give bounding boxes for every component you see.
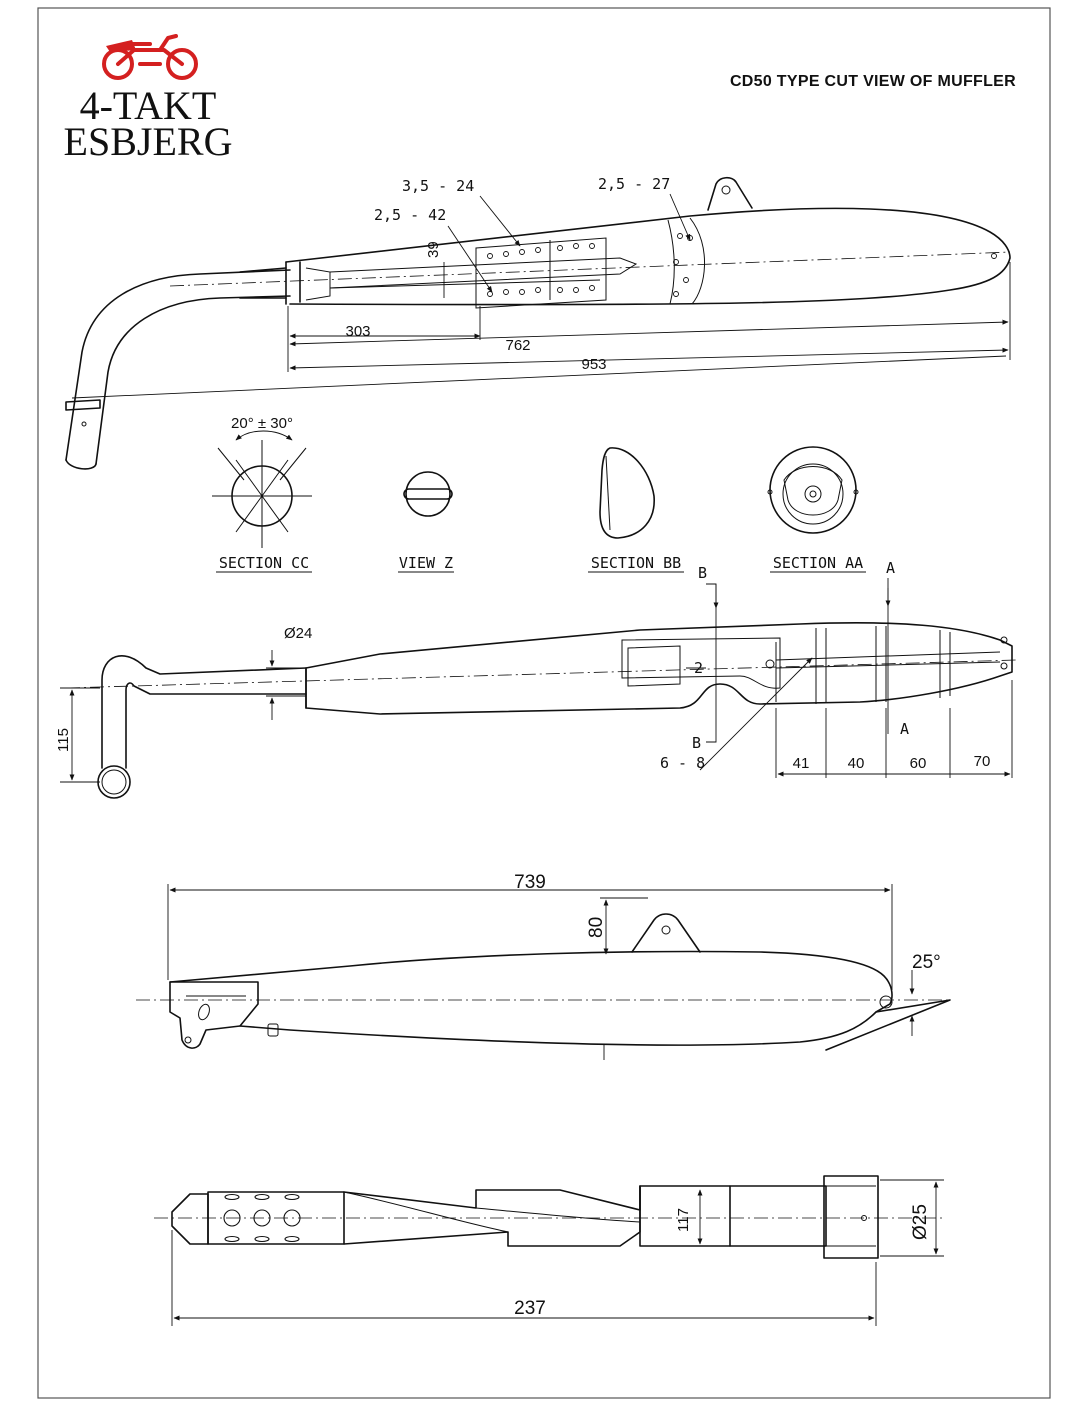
perforation-holes bbox=[223, 1193, 301, 1243]
callout-label: 2,5 - 27 bbox=[598, 175, 670, 193]
logo-line-2: ESBJERG bbox=[64, 119, 233, 164]
sheet-border bbox=[37, 7, 1051, 1399]
drawing-title: CD50 TYPE CUT VIEW OF MUFFLER bbox=[730, 73, 1016, 90]
dimension-label: 953 bbox=[581, 356, 606, 373]
cutaway-view: 3,5 - 24 2,5 - 42 2,5 - 27 39 303 762 95… bbox=[65, 175, 1011, 470]
dimension-label: 39 bbox=[425, 241, 442, 258]
callout-label: 2,5 - 42 bbox=[374, 206, 446, 224]
dimension-label: Ø25 bbox=[910, 1204, 931, 1240]
logo-line-1: 4-TAKT bbox=[80, 83, 217, 128]
callout-label: 6 - 8 bbox=[660, 754, 705, 772]
dimension-label: 762 bbox=[505, 337, 530, 354]
dimension-label: 70 bbox=[974, 753, 991, 770]
dimension-label: 303 bbox=[345, 323, 370, 340]
dimension-label: Ø24 bbox=[284, 625, 312, 642]
callout-label: 3,5 - 24 bbox=[402, 177, 474, 195]
dimension-label: 60 bbox=[910, 755, 927, 772]
angle-label: 20° ± 30° bbox=[231, 415, 293, 432]
section-aa bbox=[767, 446, 859, 534]
cut-marker: A bbox=[900, 720, 909, 738]
cut-marker: B bbox=[692, 734, 701, 752]
cut-marker: A bbox=[886, 559, 895, 577]
section-label: VIEW Z bbox=[399, 554, 453, 572]
cut-marker: B bbox=[698, 564, 707, 582]
tail-pipe-view: 117 Ø25 237 bbox=[154, 1175, 944, 1326]
section-label: SECTION AA bbox=[773, 554, 863, 572]
section-labels: SECTION CC VIEW Z SECTION BB SECTION AA bbox=[216, 554, 866, 573]
section-bb bbox=[599, 447, 655, 539]
section-cc: 20° ± 30° bbox=[212, 415, 312, 548]
perforation-holes bbox=[487, 233, 997, 297]
dimension-label: 237 bbox=[514, 1298, 546, 1319]
outer-shell-view: 739 80 25° bbox=[136, 872, 951, 1060]
side-section-view: B B A A 2 6 - 8 Ø24 115 bbox=[55, 559, 1017, 799]
section-label: SECTION BB bbox=[591, 554, 681, 572]
view-z bbox=[403, 471, 453, 517]
dimension-label: 41 bbox=[793, 755, 810, 772]
dimension-label: 115 bbox=[55, 728, 72, 752]
dimension-label: 40 bbox=[848, 755, 865, 772]
brand-logo: 4-TAKT ESBJERG bbox=[64, 34, 233, 164]
angle-label: 25° bbox=[912, 952, 941, 973]
section-label: SECTION CC bbox=[219, 554, 309, 572]
dimension-label: 117 bbox=[675, 1208, 692, 1232]
motorcycle-icon bbox=[102, 34, 198, 80]
dimension-label: 80 bbox=[586, 917, 607, 938]
dimension-label: 739 bbox=[514, 872, 546, 893]
